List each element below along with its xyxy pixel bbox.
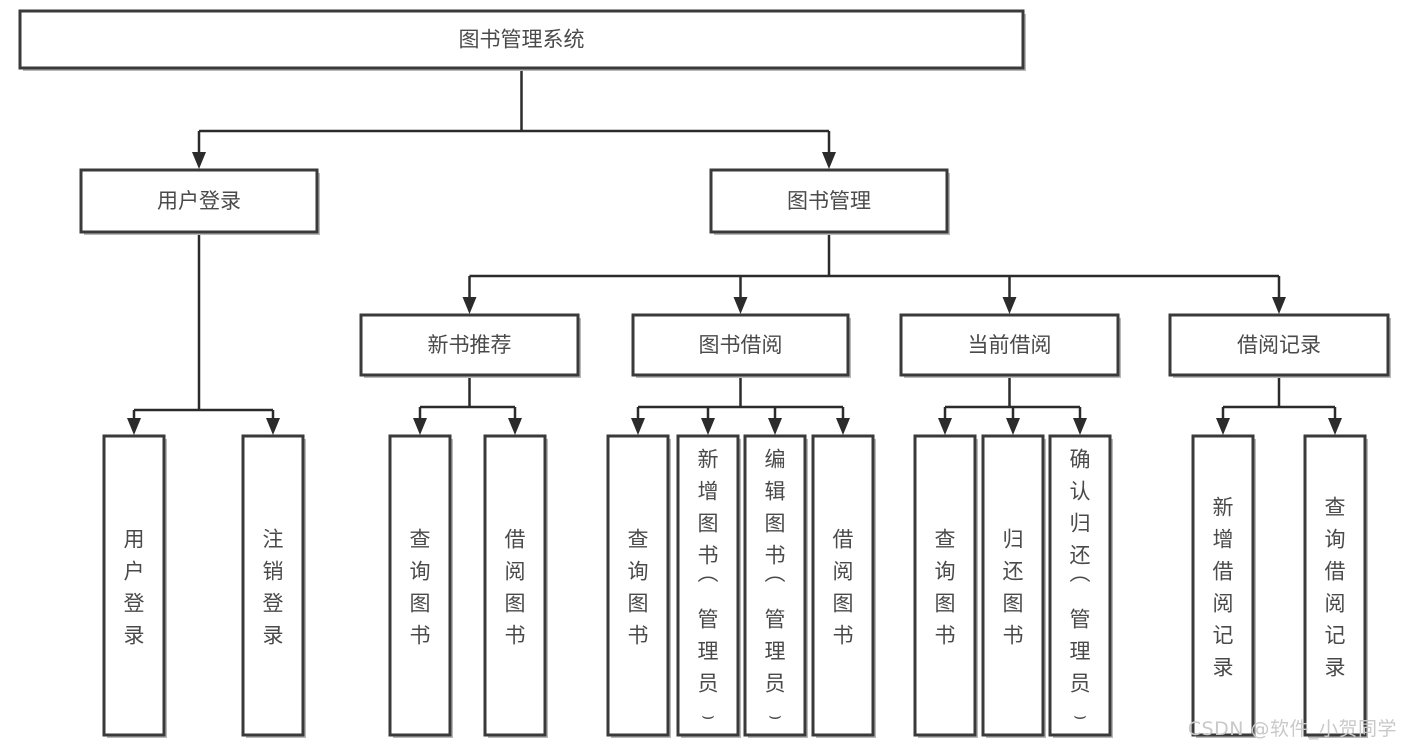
arrowhead-icon [1328,418,1342,435]
arrowhead-icon [462,297,477,314]
node-l_login[interactable]: 用户登录 [102,434,167,738]
node-label: 编辑图书⌒管理员⌣ [765,447,786,727]
node-box[interactable] [1303,434,1367,737]
arrowhead-icon [1002,297,1017,314]
arrowhead-icon [192,152,206,169]
node-label: 当前借阅 [968,333,1052,357]
node-box[interactable] [1191,434,1255,737]
node-newrec[interactable]: 新书推荐 [359,313,581,378]
node-box[interactable] [1048,434,1112,737]
node-label: 用户登录 [157,189,241,213]
node-box[interactable] [483,434,547,737]
arrowhead-icon [701,418,715,435]
node-borrow[interactable]: 图书借阅 [631,313,851,378]
node-label: 图书借阅 [699,333,783,357]
node-box[interactable] [18,9,1025,70]
edge-group-root [192,68,836,169]
node-box[interactable] [388,434,452,737]
node-label: 查询借阅记录 [1325,495,1346,679]
arrowhead-icon [822,152,836,169]
edge-group-records [1216,375,1342,435]
node-box[interactable] [913,434,977,737]
node-label: 查询图书 [410,527,431,647]
node-l_confirm[interactable]: 确认归还⌒管理员⌣ [1048,434,1113,738]
node-l_return[interactable]: 归还图书 [981,434,1046,738]
node-label: 注销登录 [263,527,284,647]
node-l_addrec[interactable]: 新增借阅记录 [1191,434,1256,738]
node-box[interactable] [743,434,807,737]
edges-layer [127,68,1342,435]
node-l_query2[interactable]: 查询图书 [606,434,671,738]
node-box[interactable] [102,434,166,737]
arrowhead-icon [1272,297,1286,314]
edge-group-current [938,375,1087,435]
node-l_add[interactable]: 新增图书⌒管理员⌣ [676,434,741,738]
node-l_logout[interactable]: 注销登录 [241,434,306,738]
node-label: 归还图书 [1003,527,1024,647]
node-l_queryrec[interactable]: 查询借阅记录 [1303,434,1368,738]
nodes-layer: 图书管理系统用户登录图书管理新书推荐图书借阅当前借阅借阅记录用户登录注销登录查询… [18,9,1391,738]
node-login[interactable]: 用户登录 [79,168,320,235]
arrowhead-icon [266,418,280,435]
arrowhead-icon [127,418,141,435]
arrowhead-icon [1216,418,1230,435]
node-box[interactable] [709,168,949,234]
arrowhead-icon [631,418,645,435]
edge-group-login [127,232,280,435]
node-current[interactable]: 当前借阅 [899,313,1121,378]
node-l_query1[interactable]: 查询图书 [388,434,453,738]
node-label: 借阅图书 [505,527,526,647]
node-label: 查询图书 [935,527,956,647]
node-box[interactable] [241,434,305,737]
edge-group-borrow [631,375,850,435]
node-label: 借阅图书 [833,527,854,647]
node-box[interactable] [79,168,319,234]
arrowhead-icon [508,418,522,435]
node-l_borrow2[interactable]: 借阅图书 [811,434,876,738]
node-l_query3[interactable]: 查询图书 [913,434,978,738]
node-label: 新增图书⌒管理员⌣ [698,447,719,727]
arrowhead-icon [938,418,952,435]
node-root[interactable]: 图书管理系统 [18,9,1026,71]
arrowhead-icon [733,297,748,314]
node-box[interactable] [606,434,670,737]
node-label: 确认归还⌒管理员⌣ [1070,447,1091,727]
node-label: 查询图书 [628,527,649,647]
node-box[interactable] [1168,313,1390,377]
node-label: 图书管理系统 [459,28,585,52]
node-label: 图书管理 [787,189,871,213]
node-bookmgmt[interactable]: 图书管理 [709,168,950,235]
node-box[interactable] [676,434,740,737]
node-box[interactable] [899,313,1120,377]
node-records[interactable]: 借阅记录 [1168,313,1391,378]
arrowhead-icon [413,418,427,435]
arrowhead-icon [768,418,782,435]
node-label: 用户登录 [124,527,145,647]
node-label: 借阅记录 [1237,333,1321,357]
node-box[interactable] [981,434,1045,737]
arrowhead-icon [1073,418,1087,435]
node-label: 新增借阅记录 [1213,495,1234,679]
node-box[interactable] [631,313,850,377]
node-box[interactable] [359,313,580,377]
node-box[interactable] [811,434,875,737]
arrowhead-icon [1006,418,1020,435]
edge-group-newrec [413,375,522,435]
arrowhead-icon [836,418,850,435]
edge-group-bookmgmt [462,232,1286,314]
node-l_borrow1[interactable]: 借阅图书 [483,434,548,738]
node-label: 新书推荐 [428,333,512,357]
node-l_edit[interactable]: 编辑图书⌒管理员⌣ [743,434,808,738]
